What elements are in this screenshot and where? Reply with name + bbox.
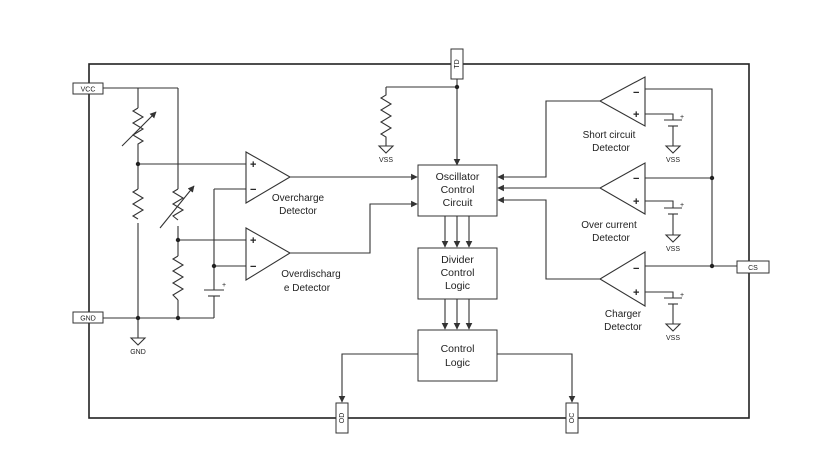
oscillator-label-2: Control [441,184,475,196]
plus-sign: + [250,159,256,171]
vss-label-ch: VSS [666,335,680,342]
bus-arrows [441,216,473,330]
plus-sign: + [680,114,684,121]
overdischarge-label-1: Overdischarg [281,269,340,280]
cs-sense-wires [645,88,737,267]
overdischarge-comparator: + − [245,227,292,281]
over-current-label-1: Over current [581,220,637,231]
vss-label-oc: VSS [666,246,680,253]
left-network-wires [103,87,246,338]
control-logic-block: Control Logic [417,329,498,382]
overcharge-label-1: Overcharge [272,193,325,204]
minus-sign: − [633,173,639,185]
variable-arrow-r1 [121,111,157,147]
oscillator-label-3: Circuit [443,197,473,209]
pin-cs-label: CS [748,265,758,272]
oscillator-label-1: Oscillator [436,171,480,183]
charger-label-2: Detector [604,322,642,333]
pin-oc-label: OC [569,413,576,424]
pin-cs: CS [736,260,770,274]
pin-gnd: GND [72,311,104,324]
ref-cell-short-circuit: + VSS [645,113,684,164]
od-output-wire [338,353,418,403]
divider-label-3: Logic [445,280,470,292]
overdischarge-label-2: e Detector [284,283,331,294]
variable-arrow-r3 [159,185,195,229]
resistor-r2 [131,188,145,220]
charger-output-wire [497,196,600,280]
divider-label-2: Control [441,267,475,279]
pin-od-label: OD [339,413,346,424]
resistor-r4 [171,255,185,301]
battery-plus-sign: + [222,282,226,289]
pin-td-label: TD [454,59,461,68]
short-circuit-comparator: − + [598,76,646,127]
vss-label-td: VSS [379,157,393,164]
overcharge-comparator: + − [245,151,292,204]
vss-label-sc: VSS [666,157,680,164]
chip-outline [88,63,750,419]
pin-vcc-label: VCC [81,87,96,94]
plus-sign: + [250,235,256,247]
charger-label-1: Charger [605,309,642,320]
control-label-2: Logic [445,357,470,369]
plus-sign: + [633,287,639,299]
gnd-symbol-label: GND [130,349,146,356]
plus-sign: + [633,109,639,121]
junction-dot [175,237,181,243]
plus-sign: + [680,202,684,209]
junction-dot [135,315,141,321]
plus-sign: + [633,196,639,208]
reference-battery: + [204,282,226,300]
over-current-comparator: − + [598,162,646,215]
gnd-symbol: GND [129,337,147,356]
minus-sign: − [633,263,639,275]
divider-label-1: Divider [441,254,474,266]
resistor-r1 [131,107,145,150]
overcharge-label-2: Detector [279,206,317,217]
pin-oc: OC [565,402,579,434]
td-network [377,79,461,166]
junction-dot [175,315,181,321]
plus-sign: + [680,292,684,299]
junction-dot [709,263,715,269]
pin-od: OD [335,402,349,434]
ref-cell-charger: + VSS [645,291,684,342]
oscillator-block: Oscillator Control Circuit [417,164,498,217]
minus-sign: − [633,87,639,99]
control-label-1: Control [441,343,475,355]
junction-dot [211,263,217,269]
minus-sign: − [250,261,256,273]
oc-output-wire [497,353,576,403]
minus-sign: − [250,184,256,196]
short-circuit-output-wire [497,100,600,181]
short-circuit-label-1: Short circuit [583,130,636,141]
charger-comparator: − + [598,251,646,307]
junction-dot [454,84,460,90]
short-circuit-label-2: Detector [592,143,630,154]
over-current-label-2: Detector [592,233,630,244]
pin-vcc: VCC [72,82,104,95]
junction-dot [709,175,715,181]
ref-cell-over-current: + VSS [645,200,684,253]
overdischarge-output-wire [290,200,418,254]
pin-td: TD [450,48,464,80]
resistor-r3 [171,188,185,221]
divider-block: Divider Control Logic [417,247,498,300]
pin-gnd-label: GND [80,316,96,323]
junction-dot [135,161,141,167]
